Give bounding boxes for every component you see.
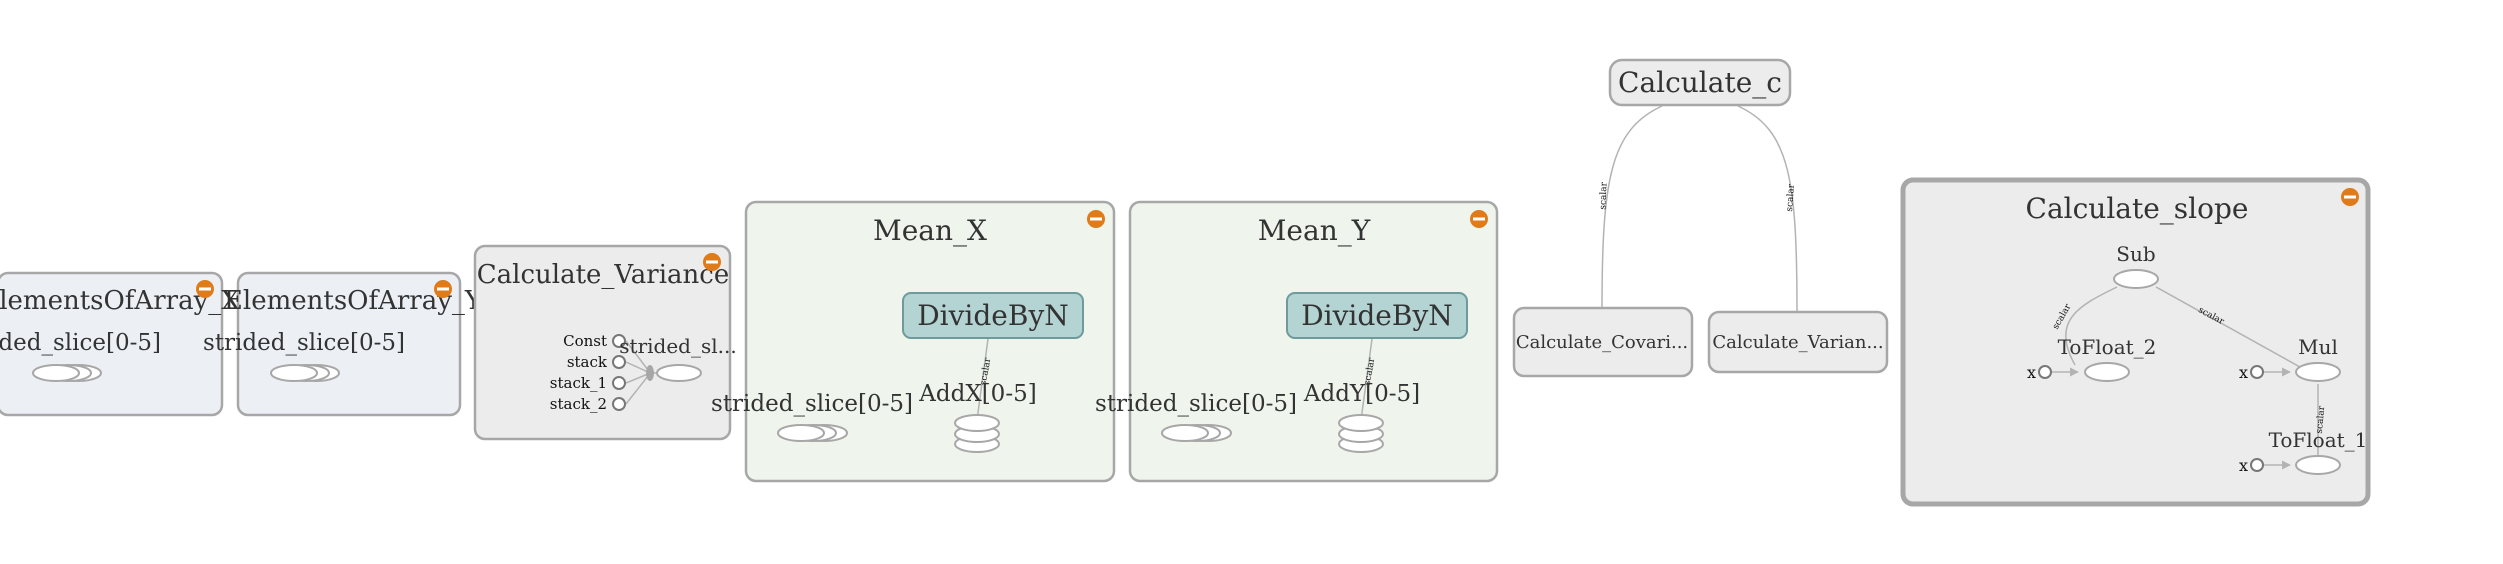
collapse-badge-icon[interactable] xyxy=(2341,188,2359,206)
tofloat1-label: ToFloat_1 xyxy=(2269,428,2368,452)
group-calculate-variance[interactable]: Calculate_Variance Const stack stack_1 s… xyxy=(473,244,737,441)
collapse-badge-icon[interactable] xyxy=(434,280,452,298)
input-node-stack-1[interactable] xyxy=(612,376,626,390)
group-title: Calculate_slope xyxy=(2026,192,2249,225)
node-calculate-covariance[interactable]: Calculate_Covari... xyxy=(1512,306,1694,378)
stacked-series-node-icon[interactable] xyxy=(32,364,102,382)
node-label: strided_sl... xyxy=(619,334,736,358)
input-node-const[interactable] xyxy=(612,334,626,348)
stacked-add-node-icon[interactable] xyxy=(1338,414,1384,453)
group-title: Mean_X xyxy=(873,214,987,247)
input-node-stack[interactable] xyxy=(612,355,626,369)
sub-label: Sub xyxy=(2116,242,2155,266)
concat-dot-icon xyxy=(646,365,654,381)
node-calculate-c[interactable]: Calculate_c xyxy=(1608,58,1792,107)
add-label: AddY[0-5] xyxy=(1303,381,1420,407)
node-title: Calculate_Varian... xyxy=(1712,332,1883,353)
input-node-stack-2[interactable] xyxy=(612,397,626,411)
slice-label: strided_slice[0-5] xyxy=(0,330,161,356)
collapse-badge-icon[interactable] xyxy=(1087,210,1105,228)
slice-label: strided_slice[0-5] xyxy=(203,330,405,356)
collapse-badge-icon[interactable] xyxy=(1470,210,1488,228)
edge-label-scalar: scalar xyxy=(2315,405,2327,434)
x-input-node[interactable] xyxy=(2038,365,2052,379)
group-mean-y[interactable]: Mean_Y DivideByN scalar strided_slice[0-… xyxy=(1095,200,1499,483)
input-label-stack: stack xyxy=(567,353,608,371)
edges-calculate-c xyxy=(1601,105,1798,314)
x-input-node[interactable] xyxy=(2250,458,2264,472)
divide-by-n-node[interactable] xyxy=(1286,292,1468,339)
x-input-label: x xyxy=(2239,363,2248,382)
group-elements-of-array-y[interactable]: ElementsOfArray_Y strided_slice[0-5] xyxy=(203,271,483,417)
edge-label-scalar-right: scalar xyxy=(1785,183,1797,212)
collapse-badge-icon[interactable] xyxy=(703,253,721,271)
slice-label: strided_slice[0-5] xyxy=(1095,391,1297,417)
sub-node[interactable] xyxy=(2113,269,2159,289)
stacked-add-node-icon[interactable] xyxy=(954,414,1000,453)
group-title: Mean_Y xyxy=(1258,214,1371,247)
divide-by-n-node[interactable] xyxy=(902,292,1084,339)
stacked-series-node-icon[interactable] xyxy=(270,364,340,382)
edge-label-scalar-left: scalar xyxy=(1599,181,1610,210)
group-title: Calculate_Variance xyxy=(477,260,730,290)
stacked-series-node-icon[interactable] xyxy=(777,424,848,442)
edge-label-scalar: scalar xyxy=(979,357,994,387)
mul-label: Mul xyxy=(2298,335,2338,359)
slice-label: strided_slice[0-5] xyxy=(711,391,913,417)
edge-label-scalar: scalar xyxy=(1363,357,1378,387)
x-input-node[interactable] xyxy=(2250,365,2264,379)
group-elements-of-array-x[interactable]: ElementsOfArray_X strided_slice[0-5] xyxy=(0,271,240,417)
input-label-stack-1: stack_1 xyxy=(550,374,607,392)
node-title: Calculate_c xyxy=(1618,66,1782,99)
tofloat1-node[interactable] xyxy=(2295,455,2341,475)
group-calculate-slope[interactable]: Calculate_slope scalar scalar scalar Sub… xyxy=(1900,177,2371,507)
group-mean-x[interactable]: Mean_X DivideByN scalar strided_slice[0-… xyxy=(711,200,1116,483)
strided-slice-node[interactable] xyxy=(656,364,702,382)
input-label-const: Const xyxy=(563,332,607,350)
tofloat2-node[interactable] xyxy=(2084,362,2130,382)
mul-node[interactable] xyxy=(2295,362,2341,382)
input-label-stack-2: stack_2 xyxy=(550,395,607,413)
node-calculate-variance[interactable]: Calculate_Varian... xyxy=(1707,310,1889,374)
x-input-label: x xyxy=(2027,363,2036,382)
stacked-series-node-icon[interactable] xyxy=(1161,424,1232,442)
divide-by-n-label: DivideByN xyxy=(1301,299,1453,332)
divide-by-n-label: DivideByN xyxy=(917,299,1069,332)
node-title: Calculate_Covari... xyxy=(1516,332,1688,353)
tofloat2-label: ToFloat_2 xyxy=(2058,335,2157,359)
add-label: AddX[0-5] xyxy=(918,381,1036,407)
x-input-label: x xyxy=(2239,456,2248,475)
collapse-badge-icon[interactable] xyxy=(196,280,214,298)
